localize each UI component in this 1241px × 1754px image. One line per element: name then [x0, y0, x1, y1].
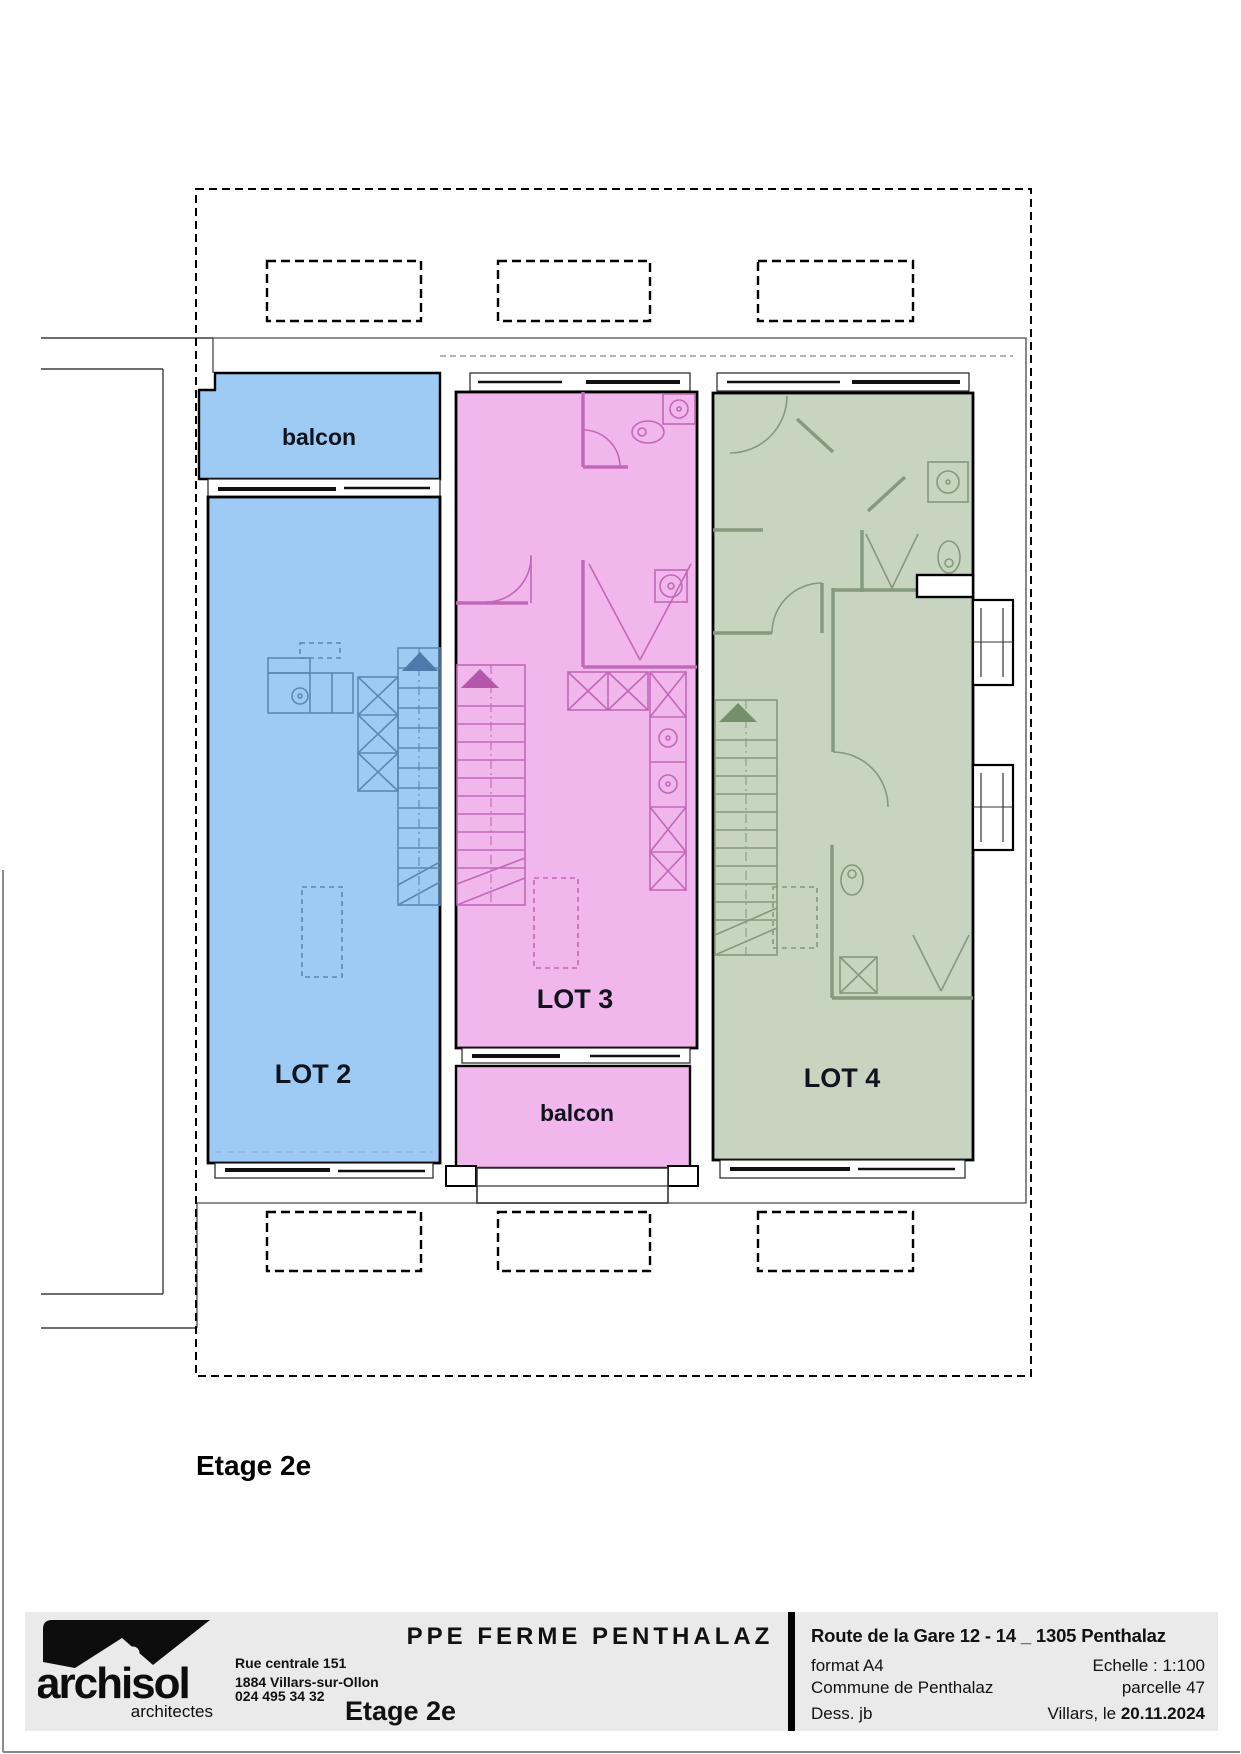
scale-label: Echelle : 1:100 [1092, 1656, 1205, 1675]
dormers-bottom [265, 1210, 915, 1273]
lot3-balcony [454, 1064, 692, 1170]
lot2-balcony [197, 371, 442, 481]
lot4-window-band-bottom [719, 1159, 966, 1179]
sheet-title: Etage 2e [345, 1696, 457, 1726]
lot2-label: LOT 2 [275, 1059, 352, 1089]
title-block-divider [788, 1612, 795, 1731]
dormer-rect [756, 259, 915, 323]
lot3-balcony-label: balcon [540, 1100, 614, 1126]
lot4-window-band-top [716, 372, 970, 392]
unit-lot4: LOT 4 [711, 372, 1015, 1179]
property-boundary-dashed [195, 188, 1032, 1377]
lot4-bathroom-top-fixtures [865, 461, 969, 589]
lot3-dashed-furniture [533, 877, 579, 969]
lot3-room [454, 390, 699, 1050]
paper-format: format A4 [811, 1656, 884, 1675]
lot2-window-band-top [207, 478, 441, 498]
drawn-by-label: Dess. jb [811, 1704, 873, 1723]
parcel-label: parcelle 47 [1121, 1678, 1205, 1697]
dormer-rect [265, 259, 423, 323]
lot2-kitchen [267, 642, 354, 714]
stair-direction-arrow [461, 669, 499, 688]
lot2-dashed-furniture [301, 886, 343, 978]
unit-lot3: LOT 3 balcon [445, 372, 699, 1204]
lot3-doors [485, 429, 621, 603]
lot4-bathroom-bottom-fixtures [839, 864, 970, 994]
firm-logo: archisol architectes [36, 1616, 238, 1729]
lot2-balcony-label: balcon [282, 424, 356, 450]
lot4-label: LOT 4 [804, 1063, 881, 1093]
lot3-shower-room [588, 563, 692, 661]
lot2-window-band-bottom [214, 1162, 434, 1179]
archisol-roof-dot [126, 1646, 140, 1660]
unit-lot2: balcon LOT 2 [197, 371, 442, 1179]
lot3-balcony-steps [476, 1167, 669, 1204]
project-address: Route de la Gare 12 - 14 _ 1305 Penthala… [811, 1625, 1166, 1646]
sheet-border [2, 870, 1240, 1753]
dormer-rect [496, 1210, 652, 1273]
lot4-dashed-furniture [772, 886, 818, 949]
firm-address-line1: Rue centrale 151 [235, 1655, 347, 1671]
stair-direction-arrow [402, 652, 438, 671]
lot4-window-bay-lower [971, 763, 1015, 852]
lot4-window-bay-upper [971, 598, 1015, 687]
dormers-top [265, 259, 915, 323]
lot3-balcony-side-wall [667, 1165, 699, 1187]
dormer-rect [265, 1210, 423, 1273]
floor-label: Etage 2e [196, 1450, 312, 1481]
commune-label: Commune de Penthalaz [811, 1678, 994, 1697]
lot4-partition-walls [713, 417, 973, 1000]
lot3-partition-walls [456, 392, 697, 669]
project-title: PPE FERME PENTHALAZ [406, 1623, 774, 1650]
archisol-roof-icon [43, 1620, 210, 1668]
lot4-doors [729, 395, 889, 808]
lot3-label: LOT 3 [537, 984, 614, 1014]
lot4-wall-notch [915, 573, 975, 599]
place-date: Villars, le 20.11.2024 [1047, 1704, 1205, 1724]
lot3-window-band-bottom [461, 1047, 691, 1064]
lot3-kitchen [567, 671, 687, 891]
lot4-stairs [714, 699, 778, 956]
place-date-prefix: Villars, le [1047, 1704, 1117, 1723]
lot3-bathroom-fixtures [631, 393, 696, 444]
dormer-rect [756, 1210, 915, 1273]
lot3-stairs [456, 664, 526, 906]
stair-direction-arrow [719, 703, 757, 722]
lot3-balcony-side-wall [445, 1165, 477, 1187]
site-context-lines [41, 337, 213, 1329]
dormer-rect [496, 259, 652, 323]
date-value: 20.11.2024 [1120, 1704, 1205, 1723]
firm-address-line2: 1884 Villars-sur-Ollon [235, 1674, 379, 1690]
title-block-left: archisol architectes Rue centrale 151 18… [25, 1612, 788, 1731]
lot2-stairs [357, 647, 441, 906]
lot3-window-band-top [469, 372, 691, 392]
title-block-right: Route de la Gare 12 - 14 _ 1305 Penthala… [795, 1612, 1218, 1731]
firm-phone: 024 495 34 32 [235, 1688, 325, 1704]
firm-descriptor: architectes [131, 1702, 213, 1721]
firm-name: archisol [38, 1659, 189, 1708]
